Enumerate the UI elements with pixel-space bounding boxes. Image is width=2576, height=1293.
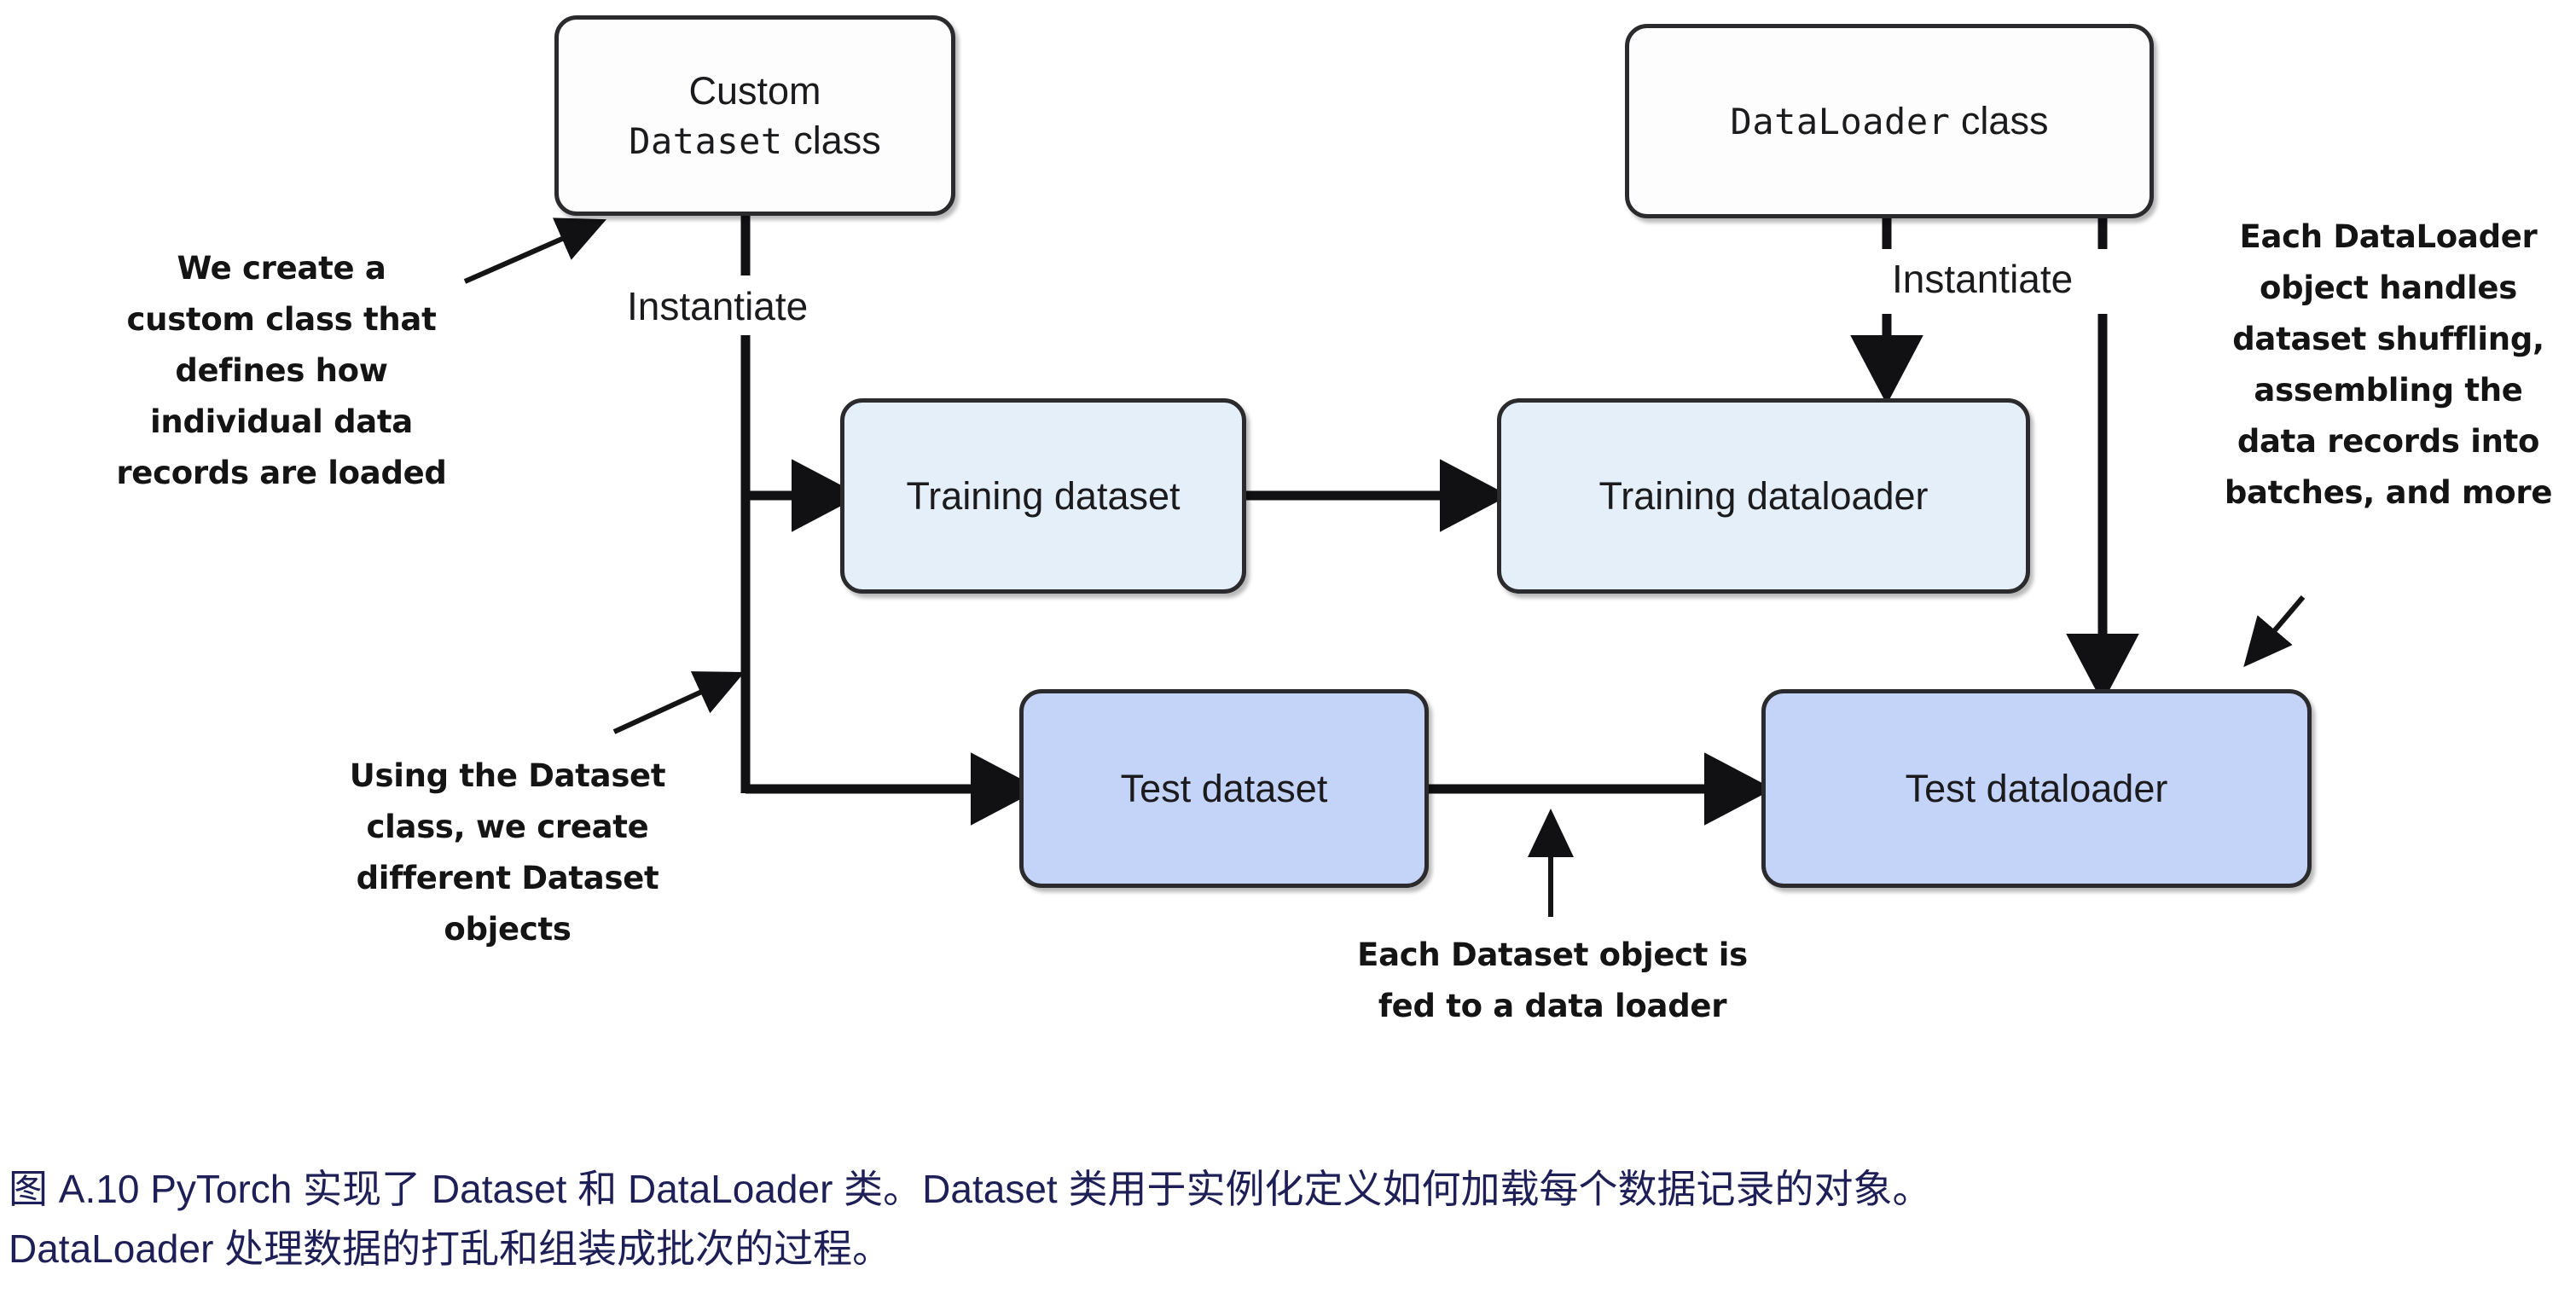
- node-test-dataset[interactable]: Test dataset: [1019, 689, 1429, 888]
- edge-label-instantiate-left: Instantiate: [627, 284, 809, 328]
- annotation-bottom-left: Using the Dataset class, we create diffe…: [349, 757, 666, 948]
- custom-dataset-class-sans: class: [793, 118, 881, 162]
- node-test-dataloader-label: Test dataloader: [1905, 766, 2168, 810]
- annotation-top-left: We create a custom class that defines ho…: [116, 250, 447, 491]
- annotation-bottom-center: Each Dataset object is fed to a data loa…: [1357, 936, 1748, 1024]
- dataloader-class-sans: class: [1960, 99, 2049, 143]
- custom-dataset-class-mono: Dataset: [629, 119, 783, 162]
- annotation-arrow-right: [2243, 595, 2306, 668]
- figure-caption: 图 A.10 PyTorch 实现了 Dataset 和 DataLoader …: [9, 1160, 2533, 1279]
- node-test-dataloader[interactable]: Test dataloader: [1761, 689, 2312, 888]
- node-training-dataset-label: Training dataset: [906, 473, 1181, 518]
- node-training-dataloader-label: Training dataloader: [1598, 473, 1929, 518]
- annotation-right: Each DataLoader object handles dataset s…: [2224, 218, 2553, 511]
- node-test-dataset-label: Test dataset: [1120, 766, 1328, 810]
- caption-line-1: 图 A.10 PyTorch 实现了 Dataset 和 DataLoader …: [9, 1167, 1932, 1211]
- annotation-arrow-bottom-left: [612, 671, 745, 734]
- node-training-dataloader[interactable]: Training dataloader: [1497, 398, 2030, 594]
- edge-label-instantiate-right: Instantiate: [1892, 257, 2074, 301]
- node-custom-dataset-class[interactable]: Custom Dataset class: [554, 15, 955, 216]
- node-dataloader-class[interactable]: DataLoader class: [1625, 24, 2154, 218]
- node-dataloader-class-text: DataLoader class: [1731, 96, 2049, 146]
- node-custom-dataset-class-text: Custom Dataset class: [629, 67, 881, 165]
- custom-dataset-class-line2: Dataset class: [629, 116, 881, 165]
- annotation-arrow-top-left: [463, 217, 606, 284]
- node-training-dataset[interactable]: Training dataset: [840, 398, 1246, 594]
- custom-dataset-class-line1: Custom: [688, 68, 821, 113]
- caption-line-2: DataLoader 处理数据的打乱和组装成批次的过程。: [9, 1226, 892, 1271]
- dataloader-class-mono: DataLoader: [1730, 101, 1951, 143]
